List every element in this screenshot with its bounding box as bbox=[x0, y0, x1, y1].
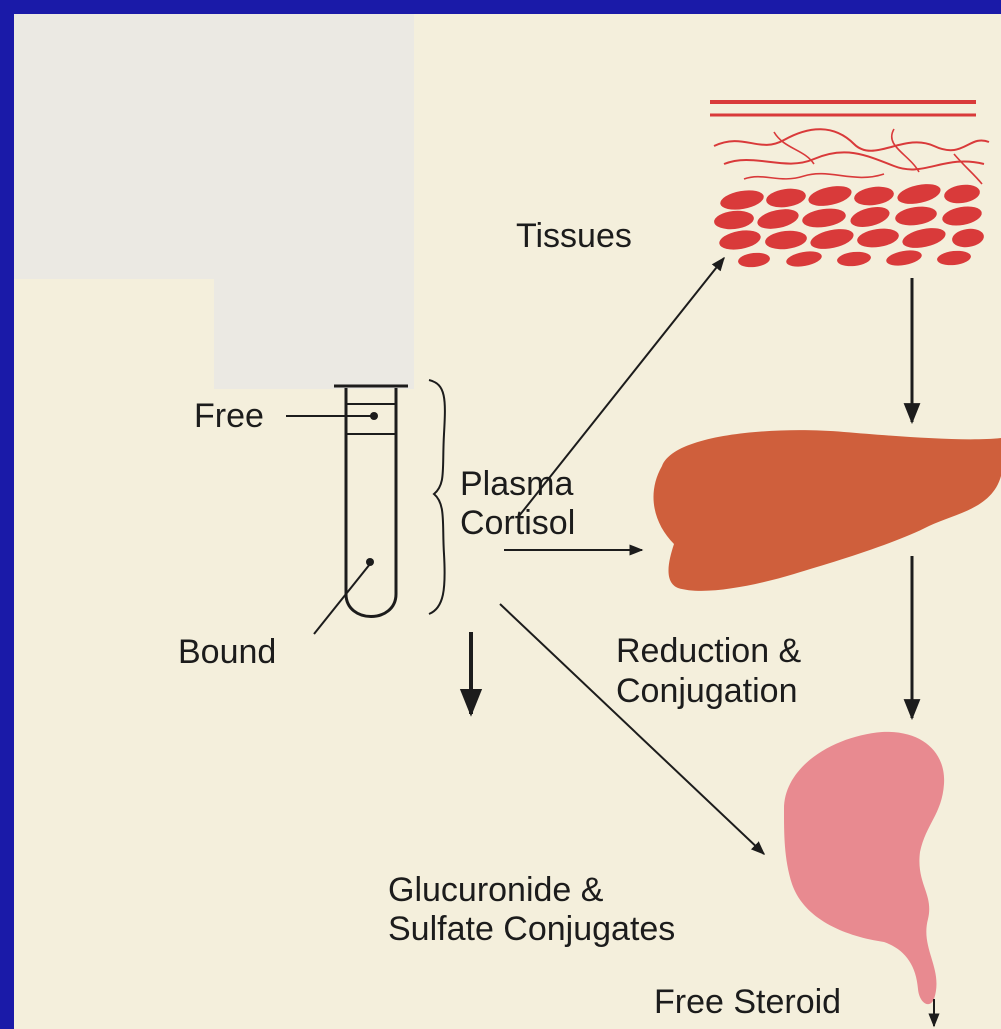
sulfate-conjugates-label: Sulfate Conjugates bbox=[388, 910, 675, 948]
paper-patch bbox=[214, 279, 414, 389]
plasma-brace bbox=[429, 380, 445, 614]
diagram-canvas: Tissues Free Plasma Cortisol Bound Reduc… bbox=[14, 14, 1001, 1029]
bound-dot bbox=[366, 558, 374, 566]
bound-label: Bound bbox=[178, 633, 276, 671]
cortisol-metabolism-diagram: Tissues Free Plasma Cortisol Bound Reduc… bbox=[14, 14, 1001, 1029]
plasma-label: Plasma bbox=[460, 465, 573, 503]
liver-illustration bbox=[653, 430, 1001, 591]
conjugation-label: Conjugation bbox=[616, 672, 797, 710]
free-dot bbox=[370, 412, 378, 420]
cortisol-label: Cortisol bbox=[460, 504, 575, 542]
free-steroid-label: Free Steroid bbox=[654, 983, 841, 1021]
tissues-label: Tissues bbox=[516, 217, 632, 255]
reduction-label: Reduction & bbox=[616, 632, 802, 670]
bound-leader-line bbox=[314, 564, 370, 634]
test-tube bbox=[334, 386, 408, 617]
glucuronide-label: Glucuronide & bbox=[388, 871, 604, 909]
tissues-illustration bbox=[710, 102, 989, 269]
kidney-illustration bbox=[784, 732, 944, 1004]
paper-patch bbox=[14, 14, 414, 279]
free-label: Free bbox=[194, 397, 264, 435]
